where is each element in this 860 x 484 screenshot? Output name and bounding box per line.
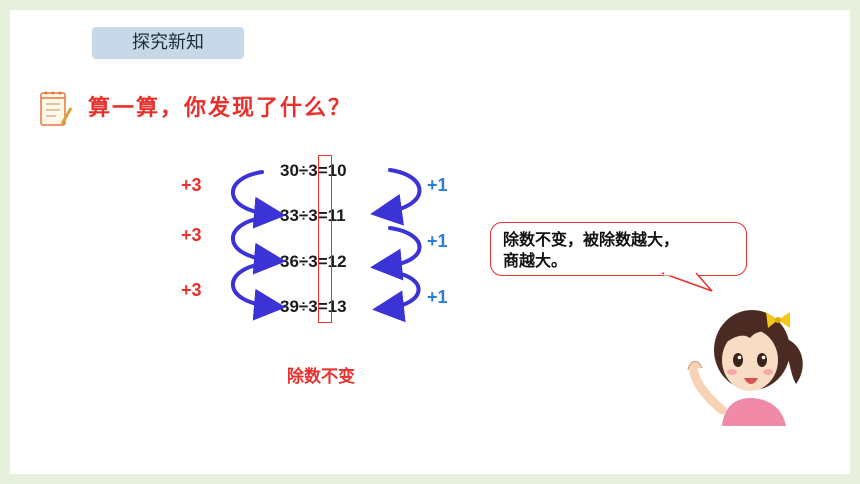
left-arrow [231,216,286,275]
section-tag: 探究新知 [92,27,244,59]
left-arrow [231,170,286,229]
speech-bubble-tail [661,272,713,292]
left-label: +3 [181,175,202,195]
right-label: +1 [427,175,448,195]
speech-line: 除数不变，被除数越大， [503,230,680,249]
girl-illustration [687,310,803,426]
speech-line: 商越大。 [503,251,568,270]
equation: 36÷3=12 [280,252,347,271]
right-label: +1 [427,231,448,251]
right-arrow [372,270,421,323]
right-arrow [370,168,422,226]
left-arrow [231,262,286,321]
divisor-caption: 除数不变 [287,367,355,387]
divisor-highlight-box [318,155,332,323]
equation: 39÷3=13 [280,297,347,316]
equation: 30÷3=10 [280,161,347,180]
left-label: +3 [181,225,202,245]
right-label: +1 [427,287,448,307]
speech-bubble: 除数不变，被除数越大， 商越大。 [490,222,747,276]
right-arrow [370,226,422,281]
left-label: +3 [181,280,202,300]
equation: 33÷3=11 [280,206,346,225]
notepad-icon [40,91,73,126]
page-heading: 算一算，你发现了什么？ [88,96,353,121]
